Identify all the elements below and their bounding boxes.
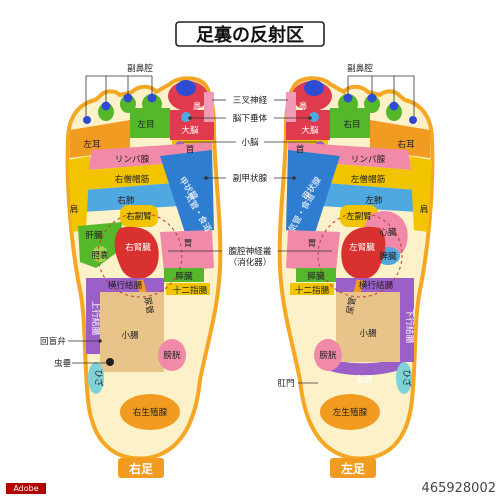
rf-suizou: 膵臓 bbox=[175, 271, 193, 282]
lf-chokuchou: 直腸 bbox=[355, 373, 373, 385]
callout-sinus-right: 副鼻腔 bbox=[347, 62, 373, 74]
right-foot: 鼻 大脳 首 左目 左耳 リンパ腺 右僧帽筋 右肺 肩 甲状腺 気管・食道 右副… bbox=[65, 76, 223, 478]
rf-fukujin: 右副腎 bbox=[126, 210, 152, 222]
title-box bbox=[175, 21, 325, 47]
rf-hiza: ひざ bbox=[93, 369, 105, 387]
appendix-dot bbox=[106, 358, 114, 366]
lf-fukujin: 左副腎 bbox=[346, 210, 372, 222]
lf-hiza: ひざ bbox=[401, 369, 413, 387]
callout-trigeminal: 三叉神経 bbox=[233, 94, 268, 106]
lf-oukoku: 横行結腸 bbox=[359, 279, 394, 291]
right-foot-caption-box bbox=[118, 458, 164, 478]
lf-nyoukan: 尿管 bbox=[344, 296, 359, 315]
callout-anus: 肛門 bbox=[277, 378, 294, 389]
rf-seishoku: 右生殖腺 bbox=[133, 406, 168, 418]
rf-shouchou: 小腸 bbox=[121, 330, 139, 341]
lf-boukou: 膀胱 bbox=[319, 349, 337, 361]
rf-hai: 右肺 bbox=[117, 194, 135, 206]
lf-juunishi: 十二指腸 bbox=[295, 284, 330, 296]
sinus-dot bbox=[123, 93, 133, 103]
lf-kakou: 下行結腸 bbox=[404, 309, 416, 344]
lf-jinzou: 左腎臓 bbox=[349, 241, 375, 253]
rf-kata: 肩 bbox=[70, 203, 79, 215]
lf-seishoku: 左生殖腺 bbox=[333, 406, 368, 418]
lf-shinzou: 心臓 bbox=[379, 227, 397, 238]
lf-hana: 鼻 bbox=[299, 100, 308, 112]
callouts: 副鼻腔 副鼻腔 三叉神経 脳下垂体 小脳 副甲状腺 腹腔神経叢 （消化器） 回盲… bbox=[40, 62, 415, 389]
rf-mimi: 左耳 bbox=[83, 138, 101, 150]
lf-oukakumaku: 左僧帽筋 bbox=[351, 173, 386, 185]
rf-me: 左目 bbox=[137, 118, 154, 130]
left-foot-caption: 左足 bbox=[340, 461, 365, 476]
sinus-dot bbox=[83, 116, 91, 124]
stock-footer: Adobe 465928002 bbox=[0, 478, 500, 500]
rf-jinzou: 右腎臓 bbox=[125, 241, 151, 253]
rf-tanou: 胆嚢 bbox=[91, 249, 109, 261]
rf-oukakumaku: 右僧帽筋 bbox=[115, 173, 150, 185]
rf-boukou: 膀胱 bbox=[163, 349, 181, 361]
stock-id: 465928002 bbox=[421, 481, 496, 496]
rf-dainou: 大脳 bbox=[181, 124, 199, 136]
rf-joukou: 上行結腸 bbox=[90, 301, 102, 336]
callout-ileocecal: 回盲弁 bbox=[40, 335, 66, 347]
callout-parathyroid: 副甲状腺 bbox=[233, 172, 268, 184]
callout-digestive: （消化器） bbox=[229, 256, 272, 268]
rf-juunishi: 十二指腸 bbox=[173, 284, 208, 296]
lf-hizou: 脾臓 bbox=[379, 250, 397, 262]
lf-me: 右目 bbox=[343, 118, 360, 130]
callout-pituitary: 脳下垂体 bbox=[233, 112, 268, 124]
page-title: 足裏の反射区 bbox=[196, 24, 304, 46]
rf-rinpa: リンパ腺 bbox=[115, 153, 150, 165]
rf-hana: 鼻 bbox=[193, 100, 202, 112]
sinus-dot bbox=[101, 101, 111, 111]
right-sinus-big bbox=[176, 80, 196, 96]
lf-dainou: 大脳 bbox=[301, 124, 319, 136]
lf-kata: 肩 bbox=[420, 203, 429, 215]
lf-shouchou: 小腸 bbox=[359, 328, 377, 339]
lf-suizou: 膵臓 bbox=[307, 271, 325, 282]
callout-appendix: 虫垂 bbox=[54, 357, 72, 369]
lf-mimi: 右耳 bbox=[397, 138, 415, 150]
rf-kanzou: 肝臓 bbox=[85, 230, 103, 241]
lf-kubi: 首 bbox=[296, 143, 305, 155]
right-foot-caption: 右足 bbox=[128, 461, 153, 476]
left-foot: 鼻 大脳 首 右目 右耳 リンパ腺 左僧帽筋 左肺 肩 甲状腺 気管・食道 左副… bbox=[277, 76, 435, 478]
rf-nyoukan: 尿管 bbox=[142, 296, 157, 315]
pituitary-dot bbox=[181, 112, 191, 122]
rf-oukoku: 横行結腸 bbox=[108, 279, 143, 291]
left-foot-caption-box bbox=[330, 458, 376, 478]
callout-sinus-left: 副鼻腔 bbox=[127, 62, 153, 74]
rf-kubi: 首 bbox=[186, 143, 195, 155]
callout-cerebellum: 小脳 bbox=[241, 136, 259, 148]
sinus-dot bbox=[147, 93, 157, 103]
rf-i: 胃 bbox=[184, 238, 193, 249]
stock-logo: Adobe bbox=[6, 483, 46, 494]
lf-i: 胃 bbox=[308, 238, 317, 249]
lf-rinpa: リンパ腺 bbox=[351, 153, 386, 165]
callout-celiac: 腹腔神経叢 bbox=[229, 245, 272, 257]
lf-hai: 左肺 bbox=[365, 194, 383, 206]
